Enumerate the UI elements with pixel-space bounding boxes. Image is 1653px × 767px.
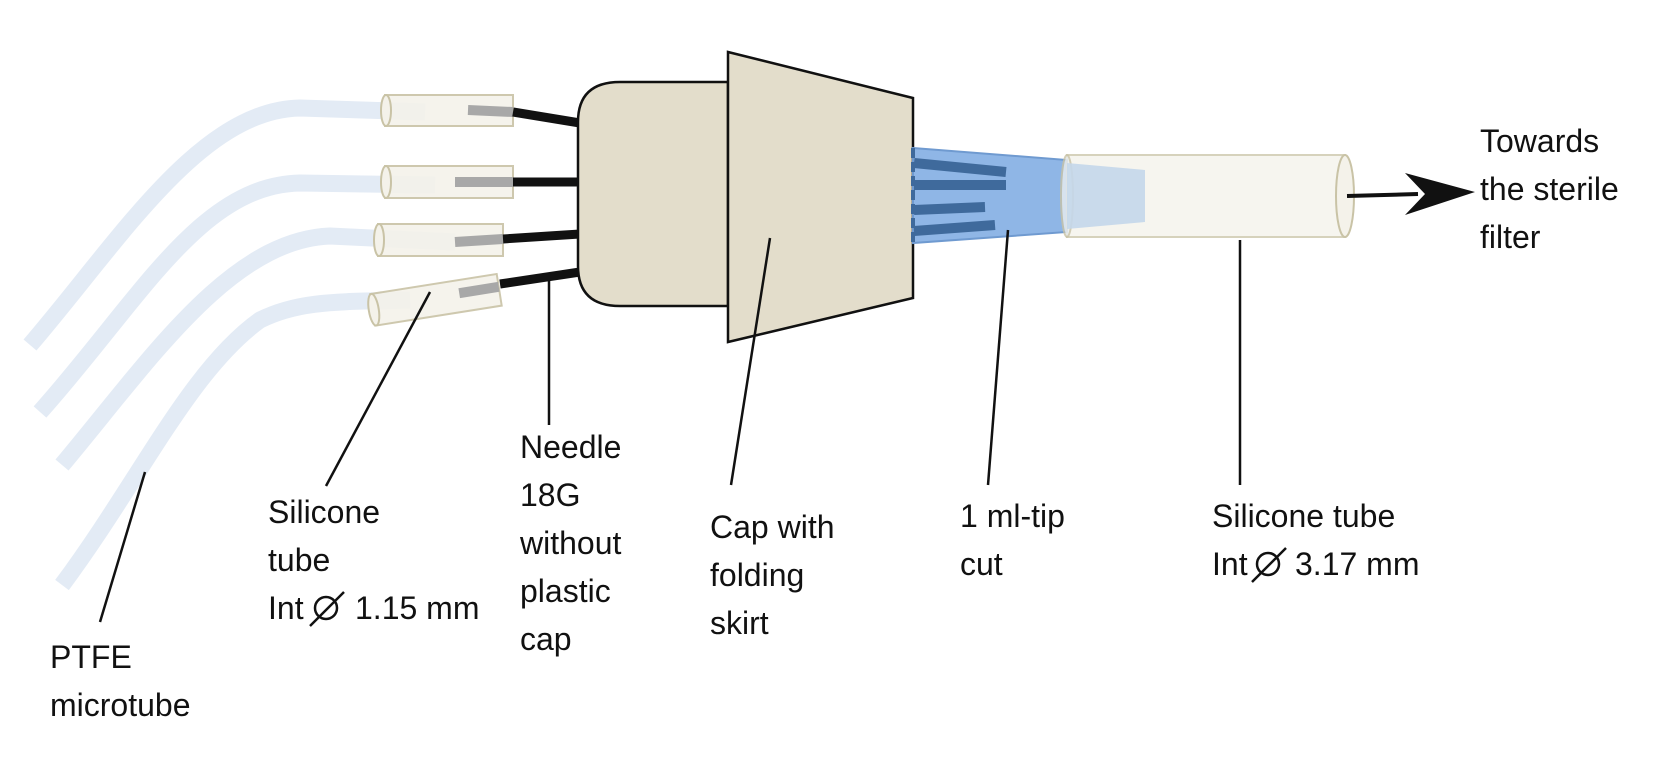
- silicone-tube-small-1-end: [380, 94, 392, 127]
- needle-1: [512, 107, 581, 128]
- leader-cap: [729, 237, 772, 486]
- silicone-tube-small-2-end: [380, 165, 392, 199]
- ptfe-microtube-1: [23, 99, 426, 351]
- small-silicone-tubes: [367, 94, 581, 327]
- cap-body: [576, 80, 730, 308]
- label-needle: Needle 18G without plastic cap: [519, 429, 630, 657]
- ptfe-microtube-4: [55, 291, 411, 591]
- label-tip: 1 ml-tip cut: [960, 498, 1074, 582]
- leader-ptfe: [98, 471, 147, 623]
- ptfe-microtubes: [23, 99, 456, 591]
- diameter-symbol-icon: [309, 591, 345, 627]
- silicone-tube-small-4: [369, 272, 503, 327]
- label-silicone-tube-large: Silicone tube Int 3.17 mm: [1212, 498, 1419, 582]
- needle-tip-4: [458, 281, 500, 299]
- diameter-symbol-icon-large: [1251, 547, 1287, 583]
- leader-silicone-small: [324, 291, 432, 487]
- needle-tip-3: [454, 234, 504, 247]
- label-ptfe-microtube: PTFE microtube: [50, 639, 191, 723]
- tip-ribs: [913, 158, 1007, 236]
- label-silicone-tube-small: Silicone tube Int 1.15 mm: [268, 494, 479, 626]
- tip-inside-tube: [1067, 163, 1145, 229]
- silicone-tube-small-3-end: [373, 223, 385, 257]
- ptfe-microtube-3: [55, 227, 456, 471]
- cap-folding-skirt: [726, 50, 915, 344]
- silicone-tube-small-4-end: [367, 292, 381, 327]
- arrow-right-icon: [1405, 173, 1475, 215]
- flow-arrow-shaft: [1346, 192, 1419, 198]
- leader-lines: [98, 229, 1242, 623]
- leader-tip: [986, 229, 1010, 486]
- label-towards-filter: Towards the sterile filter: [1480, 123, 1628, 255]
- needle-4: [499, 267, 581, 289]
- ptfe-microtube-2: [33, 174, 436, 418]
- needle-tip-1: [467, 105, 514, 117]
- needle-3: [502, 229, 581, 244]
- label-cap-folding-skirt: Cap with folding skirt: [710, 509, 843, 641]
